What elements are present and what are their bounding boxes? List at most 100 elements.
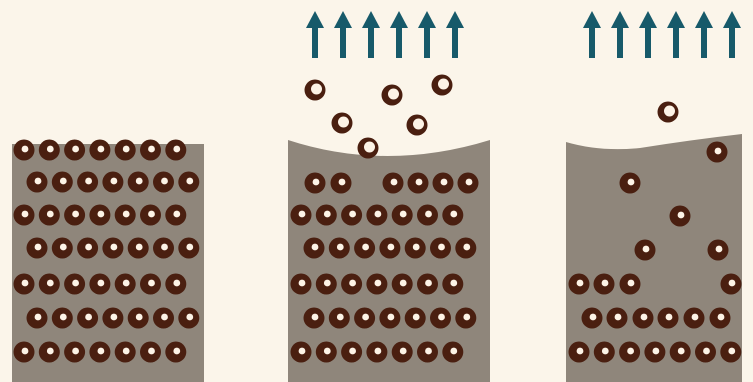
escaping-particle-icon — [305, 80, 326, 101]
particle-icon — [594, 274, 615, 295]
particle-icon — [128, 238, 149, 259]
particle-icon — [305, 173, 326, 194]
particle-icon — [128, 172, 149, 193]
particle-icon — [39, 274, 60, 295]
particle-icon — [39, 342, 60, 363]
particle-icon — [707, 142, 728, 163]
particle-icon — [684, 308, 705, 329]
particle-icon — [14, 205, 35, 226]
particle-icon — [619, 342, 640, 363]
particle-icon — [165, 205, 186, 226]
particle-icon — [89, 342, 110, 363]
particle-icon — [304, 238, 325, 259]
particle-icon — [316, 342, 337, 363]
particle-icon — [405, 238, 426, 259]
particle-icon — [178, 172, 199, 193]
particle-icon — [720, 342, 741, 363]
particle-icon — [354, 238, 375, 259]
escaping-particle-icon — [382, 85, 403, 106]
particle-icon — [417, 342, 438, 363]
particle-icon — [52, 172, 73, 193]
escaping-particle-icon — [332, 113, 353, 134]
particle-icon — [89, 274, 110, 295]
particle-icon — [620, 173, 641, 194]
particle-icon — [442, 205, 463, 226]
particle-icon — [140, 140, 161, 161]
particle-icon — [417, 274, 438, 295]
particle-icon — [64, 342, 85, 363]
particle-icon — [392, 342, 413, 363]
particle-icon — [417, 205, 438, 226]
particle-icon — [115, 140, 136, 161]
particle-icon — [708, 240, 729, 261]
particle-icon — [392, 274, 413, 295]
particle-icon — [582, 308, 603, 329]
particle-icon — [291, 205, 312, 226]
particle-icon — [52, 238, 73, 259]
particle-icon — [316, 205, 337, 226]
particle-icon — [341, 342, 362, 363]
particle-icon — [392, 205, 413, 226]
particle-icon — [77, 238, 98, 259]
particle-icon — [569, 274, 590, 295]
particle-icon — [430, 308, 451, 329]
particle-icon — [442, 274, 463, 295]
particle-icon — [607, 308, 628, 329]
escaping-particle-icon — [658, 102, 679, 123]
particle-icon — [128, 308, 149, 329]
particle-icon — [405, 308, 426, 329]
particle-icon — [77, 172, 98, 193]
particle-icon — [39, 140, 60, 161]
particle-icon — [710, 308, 731, 329]
escaping-particle-icon — [358, 138, 379, 159]
particle-icon — [39, 205, 60, 226]
particle-icon — [455, 238, 476, 259]
particle-icon — [178, 238, 199, 259]
particle-icon — [140, 342, 161, 363]
panel-1 — [12, 140, 204, 382]
particle-icon — [115, 205, 136, 226]
particle-icon — [165, 140, 186, 161]
particle-icon — [27, 172, 48, 193]
escaping-particle-icon — [432, 75, 453, 96]
particle-icon — [77, 308, 98, 329]
particle-icon — [433, 173, 454, 194]
particle-icon — [341, 274, 362, 295]
particle-icon — [115, 342, 136, 363]
particle-icon — [458, 173, 479, 194]
particle-icon — [52, 308, 73, 329]
particle-icon — [721, 274, 742, 295]
particle-icon — [27, 308, 48, 329]
particle-icon — [644, 342, 665, 363]
particle-icon — [670, 206, 691, 227]
particle-icon — [153, 172, 174, 193]
particle-icon — [115, 274, 136, 295]
particle-icon — [408, 173, 429, 194]
particle-icon — [89, 205, 110, 226]
particle-icon — [14, 274, 35, 295]
particle-icon — [695, 342, 716, 363]
particle-icon — [366, 342, 387, 363]
particle-icon — [620, 274, 641, 295]
particle-icon — [366, 205, 387, 226]
particle-icon — [379, 238, 400, 259]
particle-icon — [291, 274, 312, 295]
particle-icon — [102, 172, 123, 193]
particle-icon — [316, 274, 337, 295]
particle-icon — [153, 238, 174, 259]
particle-icon — [331, 173, 352, 194]
particle-icon — [455, 308, 476, 329]
particle-icon — [89, 140, 110, 161]
particle-icon — [102, 238, 123, 259]
particle-icon — [14, 140, 35, 161]
particle-icon — [341, 205, 362, 226]
particle-icon — [64, 274, 85, 295]
particle-icon — [379, 308, 400, 329]
particle-icon — [354, 308, 375, 329]
particle-icon — [442, 342, 463, 363]
particle-icon — [140, 205, 161, 226]
particle-icon — [594, 342, 615, 363]
escaping-particle-icon — [407, 115, 428, 136]
particle-icon — [658, 308, 679, 329]
